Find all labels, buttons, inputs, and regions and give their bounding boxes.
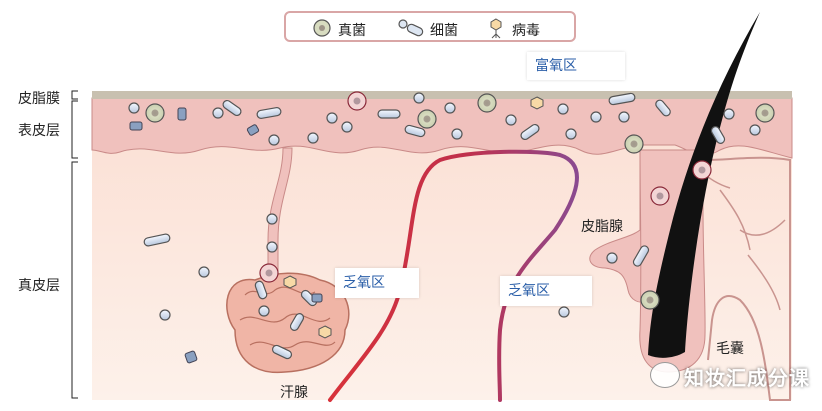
sebum-film-layer <box>92 91 792 99</box>
epidermis-layer <box>91 97 793 159</box>
hair-follicle-label: 毛囊 <box>716 341 744 357</box>
follicle-roots <box>699 169 786 311</box>
legend-fungi-label: 真菌 <box>338 23 366 39</box>
anoxic-left-label: 乏氧区 <box>343 275 385 291</box>
sebum-film-label: 皮脂膜 <box>18 91 60 107</box>
legend: 真菌 细菌 病毒 <box>284 11 576 42</box>
dermis-label: 真皮层 <box>18 278 60 294</box>
anoxic-left-callout: 乏氧区 <box>335 268 419 298</box>
microbes-dermis <box>143 160 712 364</box>
wechat-icon <box>650 362 680 388</box>
fungus-icon <box>313 19 331 37</box>
virus-icon <box>490 18 502 39</box>
layer-brackets <box>71 90 78 399</box>
watermark: 知妆汇成分课 <box>684 366 810 390</box>
oxygen-rich-callout: 富氧区 <box>527 52 625 80</box>
hair-follicle <box>704 156 791 401</box>
legend-virus-label: 病毒 <box>512 23 540 39</box>
legend-bacteria-label: 细菌 <box>430 23 458 39</box>
anoxic-right-callout: 乏氧区 <box>500 276 592 306</box>
epidermis-label: 表皮层 <box>18 123 60 139</box>
microbes-epidermis <box>128 91 775 154</box>
sebaceous-gland-label: 皮脂腺 <box>581 219 623 235</box>
hair-shaft <box>648 12 760 358</box>
sweat-gland-label: 汗腺 <box>280 385 308 401</box>
bacteria-icon <box>398 19 424 37</box>
oxygen-rich-label: 富氧区 <box>535 58 577 74</box>
anoxic-right-label: 乏氧区 <box>508 283 550 299</box>
